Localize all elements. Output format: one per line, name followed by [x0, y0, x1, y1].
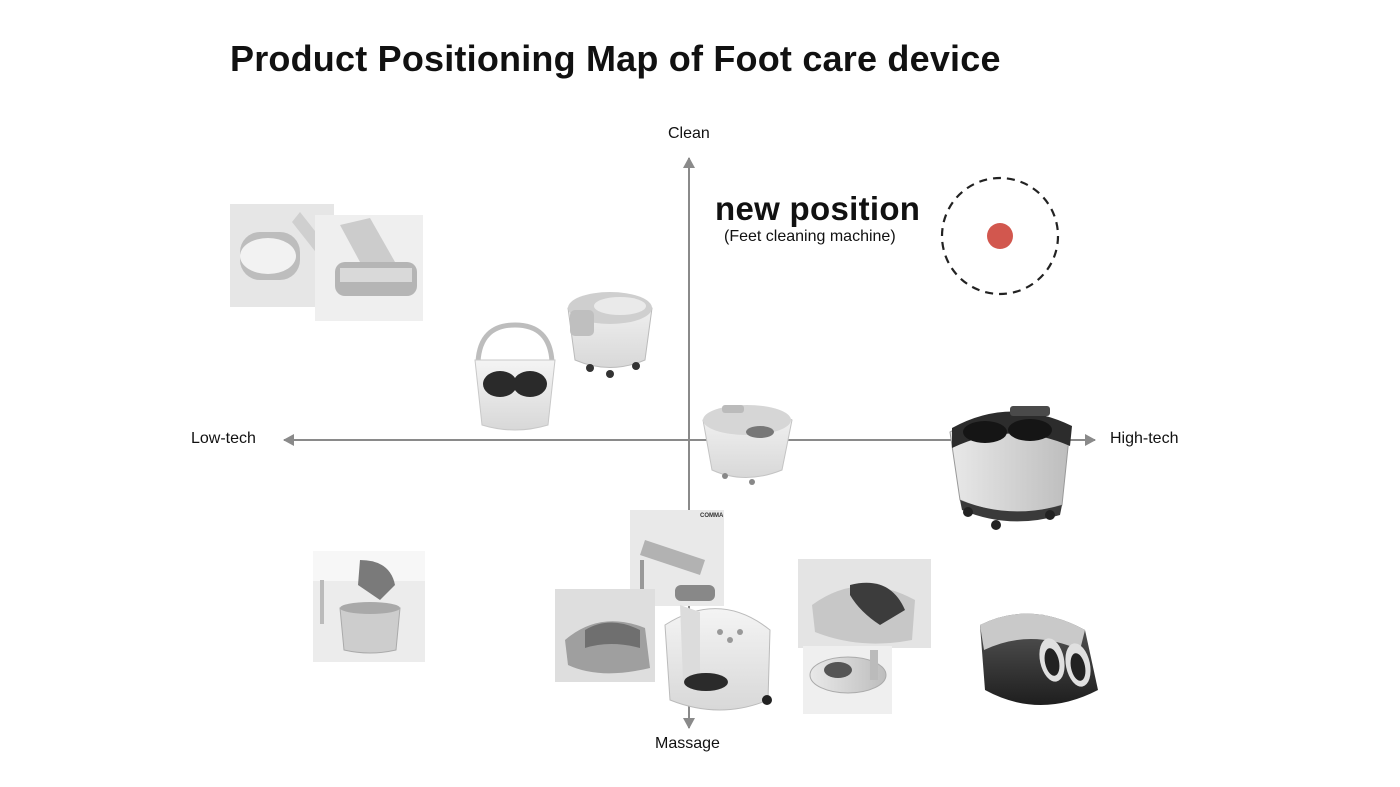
- axis-label-low-tech: Low-tech: [191, 430, 256, 447]
- axis-label-clean: Clean: [668, 125, 710, 142]
- compact-foot-spa-photo: [702, 405, 793, 485]
- new-position-title: new position: [715, 190, 921, 227]
- new-position-subtitle: (Feet cleaning machine): [724, 228, 896, 245]
- wooden-foot-bath-photo: [313, 551, 425, 662]
- boot-foot-massager-photo: [980, 613, 1098, 705]
- axis-label-massage: Massage: [655, 735, 720, 752]
- new-position-ring: [940, 176, 1060, 296]
- brand-caption: COMMA: [700, 513, 724, 519]
- shiatsu-foot-massager-photo: [798, 559, 931, 714]
- new-position-dot: [987, 223, 1013, 249]
- foot-massager-photo: [664, 605, 772, 711]
- premium-foot-spa-photo: [949, 406, 1072, 530]
- axis-label-high-tech: High-tech: [1110, 430, 1179, 447]
- electric-foot-spa-photo: [567, 292, 653, 378]
- foot-bath-bucket-photo: [474, 322, 556, 431]
- slipper-massager-photo: COMMA: [555, 510, 724, 682]
- page-title: Product Positioning Map of Foot care dev…: [230, 38, 1001, 79]
- foot-scrub-brush-photo: [230, 204, 423, 321]
